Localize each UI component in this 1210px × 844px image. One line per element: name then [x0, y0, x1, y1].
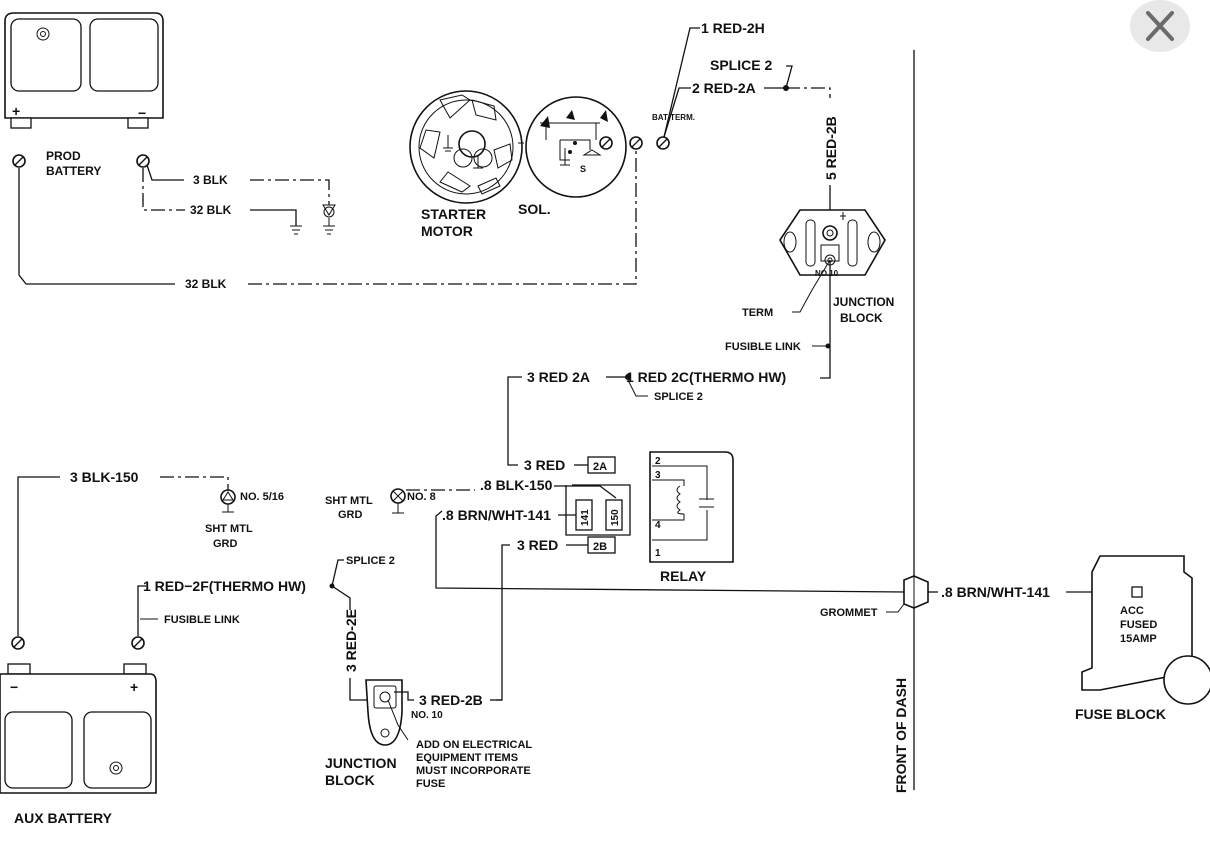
relay-pin-2a-label: 2A: [593, 461, 607, 473]
fused-label: FUSED: [1120, 619, 1157, 631]
relay-pin-2b: [587, 536, 616, 554]
label-3red-2e: 3 RED-2E: [343, 609, 359, 672]
label-3red-relay-top: 3 RED: [524, 457, 565, 473]
relay-pin-141-label: 141: [580, 509, 591, 526]
no-5-16-label: NO. 5/16: [240, 491, 284, 503]
label-2red-2a: 2 RED-2A: [692, 80, 756, 96]
relay-term-2: 2: [655, 456, 661, 467]
fuse-block: [1081, 555, 1210, 705]
junction-block-top-label-l2: BLOCK: [840, 311, 883, 325]
solenoid: S: [525, 96, 627, 198]
ground-symbol-left: [290, 225, 302, 235]
solenoid-terminal-1: [599, 136, 613, 150]
sht-mtl-grd-mid: [390, 488, 406, 514]
relay: 2 3 4 1: [649, 451, 734, 563]
ground-symbol-right: [322, 204, 336, 235]
prod-battery: + −: [4, 12, 164, 129]
relay-term-4: 4: [655, 520, 661, 531]
label-splice2-bottom: SPLICE 2: [346, 555, 395, 567]
label-1red-2c: 1 RED 2C(THERMO HW): [626, 369, 786, 385]
front-of-dash-label: FRONT OF DASH: [893, 678, 909, 793]
amp-label: 15AMP: [1120, 633, 1157, 645]
junction-block-bottom-label-l1: JUNCTION: [325, 755, 397, 771]
aux-battery: − +: [0, 663, 157, 794]
no10-top-label: NO.10: [815, 269, 839, 278]
relay-pin-150-label: 150: [610, 509, 621, 526]
label-1red-2h: 1 RED-2H: [701, 20, 765, 36]
relay-term-1: 1: [655, 548, 661, 559]
starter-label-l1: STARTER: [421, 206, 486, 222]
acc-label: ACC: [1120, 605, 1144, 617]
sht-mtl-grd-mid-l1: SHT MTL: [325, 495, 373, 507]
relay-term-3: 3: [655, 470, 661, 481]
aux-battery-plus: +: [130, 679, 138, 695]
note-line-2: EQUIPMENT ITEMS: [416, 752, 518, 764]
label-1red-2f: 1 RED−2F(THERMO HW): [143, 578, 306, 594]
close-button[interactable]: [1130, 0, 1190, 52]
note-line-1: ADD ON ELECTRICAL: [416, 739, 532, 751]
relay-label: RELAY: [660, 568, 707, 584]
label-08blk-150: .8 BLK-150: [480, 477, 553, 493]
aux-battery-terminal-neg: [11, 636, 25, 650]
label-08brnwht-141-relay: .8 BRN/WHT-141: [442, 507, 551, 523]
solenoid-terminal-2: [629, 136, 643, 150]
no8-label: NO. 8: [407, 491, 436, 503]
starter-motor: [409, 90, 523, 204]
sol-label: SOL.: [518, 201, 551, 217]
fuse-block-label: FUSE BLOCK: [1075, 706, 1166, 722]
aux-battery-label: AUX BATTERY: [14, 810, 113, 826]
close-icon: [1146, 11, 1174, 41]
wire-3blk-top: [146, 164, 184, 181]
fusible-link-bottom-label: FUSIBLE LINK: [164, 614, 240, 626]
junction-block-bottom-label-l2: BLOCK: [325, 772, 375, 788]
label-3blk-top: 3 BLK: [193, 173, 228, 187]
label-3red-2a: 3 RED 2A: [527, 369, 590, 385]
sht-mtl-grd-mid-l2: GRD: [338, 509, 363, 521]
bat-term-terminal: [656, 136, 670, 150]
aux-battery-terminal-pos: [131, 636, 145, 650]
note-line-4: FUSE: [416, 778, 445, 790]
label-3red-relay-bottom: 3 RED: [517, 537, 558, 553]
label-3blk-150: 3 BLK-150: [70, 469, 139, 485]
aux-battery-minus: −: [10, 679, 18, 695]
prod-battery-label-l2: BATTERY: [46, 164, 101, 178]
sht-mtl-grd-left-l2: GRD: [213, 538, 238, 550]
label-08brnwht-141-fuse: .8 BRN/WHT-141: [941, 584, 1050, 600]
prod-battery-terminal-pos: [12, 154, 26, 168]
prod-battery-plus: +: [12, 103, 20, 119]
sht-mtl-grd-left: [220, 489, 236, 513]
fusible-link-top-label: FUSIBLE LINK: [725, 341, 801, 353]
bat-term-label: BAT TERM.: [652, 113, 695, 122]
label-5red-2b: 5 RED-2B: [823, 116, 839, 180]
no10-bottom-label: NO. 10: [411, 710, 443, 721]
battery-cap-icon: [36, 27, 50, 41]
grommet: [903, 575, 929, 609]
junction-block-bottom: [365, 679, 403, 746]
relay-pin-150: [605, 499, 623, 531]
label-splice2-mid: SPLICE 2: [654, 391, 703, 403]
label-splice2-top: SPLICE 2: [710, 57, 772, 73]
grommet-label: GROMMET: [820, 607, 878, 619]
sht-mtl-grd-left-l1: SHT MTL: [205, 523, 253, 535]
relay-pin-2b-label: 2B: [593, 541, 607, 553]
relay-pin-2a: [587, 456, 616, 474]
wire-1red-2h: [663, 27, 700, 138]
junction-block-top: NO.10: [779, 209, 886, 278]
prod-battery-minus: −: [138, 105, 146, 121]
note-line-3: MUST INCORPORATE: [416, 765, 531, 777]
label-3red-2b-bottom: 3 RED-2B: [419, 692, 483, 708]
label-32blk-mid: 32 BLK: [190, 203, 232, 217]
aux-battery-cap-icon: [109, 761, 123, 775]
term-label: TERM: [742, 307, 773, 319]
junction-block-top-label-l1: JUNCTION: [833, 295, 894, 309]
acc-fuse-icon: [1131, 586, 1143, 598]
solenoid-s-label: S: [580, 164, 586, 174]
starter-label-l2: MOTOR: [421, 223, 473, 239]
label-32blk-bottom: 32 BLK: [185, 277, 227, 291]
prod-battery-label-l1: PROD: [46, 149, 81, 163]
prod-battery-terminal-neg: [136, 154, 150, 168]
